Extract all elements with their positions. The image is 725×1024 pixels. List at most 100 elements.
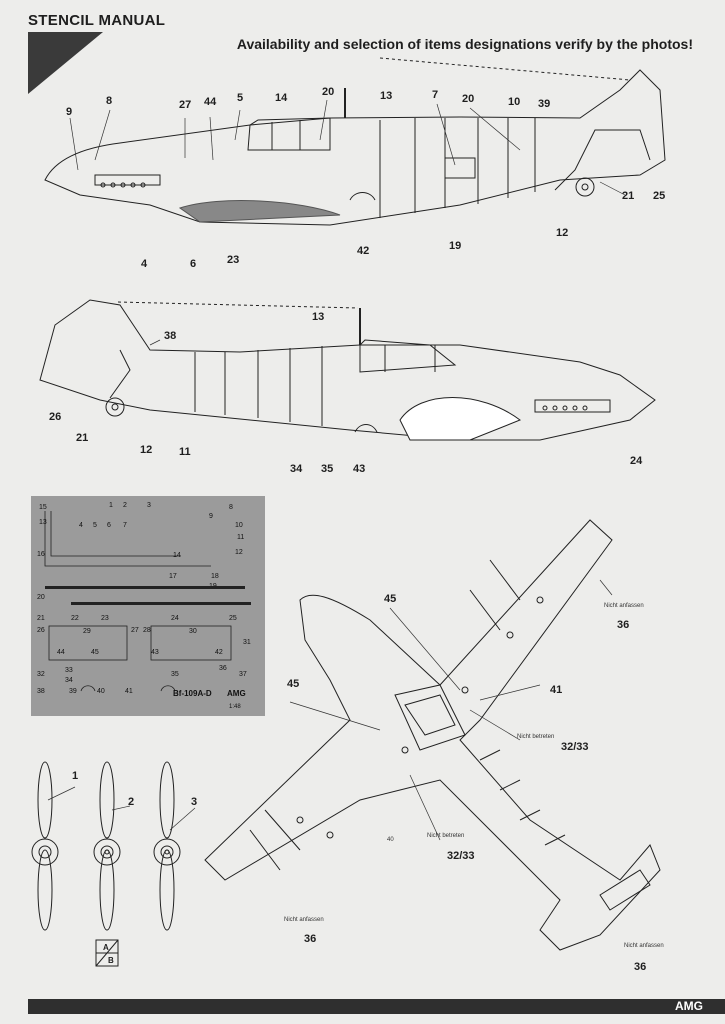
sheet-number: 38 — [37, 688, 45, 695]
sheet-number: 4 — [79, 522, 83, 529]
callout: 36 — [617, 619, 629, 631]
callout: 5 — [237, 92, 243, 104]
nicht-anfassen-label: Nicht anfassen — [624, 943, 664, 949]
callout: 10 — [508, 96, 520, 108]
callout: 36 — [634, 961, 646, 973]
propeller-1 — [31, 761, 59, 931]
sheet-number: 14 — [173, 552, 181, 559]
nicht-anfassen-label: Nicht anfassen — [284, 917, 324, 923]
propeller-3 — [153, 761, 181, 931]
sheet-number: 18 — [211, 573, 219, 580]
footer-brand: AMG — [675, 999, 703, 1013]
callout: 45 — [287, 678, 299, 690]
leader-lines — [47, 99, 626, 841]
callout: 42 — [357, 245, 369, 257]
a-b-label-box — [95, 939, 119, 967]
sheet-number: 6 — [107, 522, 111, 529]
callout: 20 — [322, 86, 334, 98]
callout: 2 — [128, 796, 134, 808]
sheet-number: 39 — [69, 688, 77, 695]
callout: 32/33 — [447, 850, 475, 862]
sheet-number: 35 — [171, 671, 179, 678]
callout: 24 — [630, 455, 643, 467]
callout: 43 — [353, 463, 365, 475]
stencil-small-label: 40 — [387, 837, 394, 843]
stencil-strip — [45, 586, 245, 589]
callout: 26 — [49, 411, 61, 423]
callout: 34 — [290, 463, 303, 475]
callout: 44 — [204, 96, 217, 108]
callout: 8 — [106, 95, 112, 107]
top-view-callouts: 45 45 41 36 36 36 32/33 32/33 Nicht anfa… — [284, 593, 664, 973]
callout: 21 — [622, 190, 634, 202]
sheet-number: 3 — [147, 502, 151, 509]
label-b: B — [108, 956, 114, 965]
page-title: STENCIL MANUAL — [28, 12, 166, 29]
footer-bar — [28, 999, 725, 1014]
sheet-number: 25 — [229, 615, 237, 622]
nicht-betreten-label: Nicht betreten — [517, 734, 554, 740]
sheet-number: 12 — [235, 549, 243, 556]
sheet-number: 31 — [243, 639, 251, 646]
sheet-number: 30 — [189, 628, 197, 635]
sheet-brand: AMG — [227, 689, 246, 698]
callout: 9 — [66, 106, 72, 118]
callout: 7 — [432, 89, 438, 101]
callout: 4 — [141, 258, 148, 270]
stencil-strip — [71, 602, 251, 605]
sheet-scale: 1:48 — [229, 704, 241, 710]
sheet-number: 16 — [37, 551, 45, 558]
sheet-number: 33 — [65, 667, 73, 674]
sheet-model: Bf-109A-D — [173, 689, 212, 698]
callout: 20 — [462, 93, 474, 105]
callout: 45 — [384, 593, 396, 605]
callout: 27 — [179, 99, 191, 111]
sheet-number: 43 — [151, 649, 159, 656]
sheet-number: 21 — [37, 615, 45, 622]
sheet-number: 13 — [39, 519, 47, 526]
callout: 3 — [191, 796, 197, 808]
sheet-number: 23 — [101, 615, 109, 622]
sheet-number: 44 — [57, 649, 65, 656]
callout: 35 — [321, 463, 333, 475]
decal-sheet-canvas: 15 1 2 3 4 5 6 7 8 9 10 11 12 13 14 16 1… — [37, 502, 251, 710]
top-view — [204, 519, 661, 951]
callout: 12 — [140, 444, 152, 456]
sheet-number: 29 — [83, 628, 91, 635]
callout: 14 — [275, 92, 288, 104]
sheet-number: 37 — [239, 671, 247, 678]
callout: 21 — [76, 432, 88, 444]
sheet-number: 42 — [215, 649, 223, 656]
sheet-number: 20 — [37, 594, 45, 601]
nicht-anfassen-label: Nicht anfassen — [604, 603, 644, 609]
decal-sheet: 15 1 2 3 4 5 6 7 8 9 10 11 12 13 14 16 1… — [31, 496, 265, 716]
callout: 41 — [550, 684, 562, 696]
sheet-number: 41 — [125, 688, 133, 695]
nicht-betreten-label: Nicht betreten — [427, 833, 464, 839]
sheet-number: 10 — [235, 522, 243, 529]
callout: 1 — [72, 770, 78, 782]
callout: 13 — [312, 311, 324, 323]
callout: 6 — [190, 258, 196, 270]
sheet-number: 27 — [131, 627, 139, 634]
sheet-number: 24 — [171, 615, 179, 622]
sheet-number: 9 — [209, 513, 213, 520]
side-right-callouts: 38 13 26 21 12 11 34 35 43 24 — [49, 311, 643, 475]
sheet-number: 32 — [37, 671, 45, 678]
callout: 36 — [304, 933, 316, 945]
sheet-number: 1 — [109, 502, 113, 509]
callout: 11 — [179, 446, 191, 458]
sheet-number: 5 — [93, 522, 97, 529]
sheet-number: 8 — [229, 504, 233, 511]
sheet-number: 36 — [219, 665, 227, 672]
sheet-number: 7 — [123, 522, 127, 529]
callout: 38 — [164, 330, 176, 342]
sheet-number: 15 — [39, 504, 47, 511]
prop-callouts: 1 2 3 — [72, 770, 197, 808]
callout: 19 — [449, 240, 461, 252]
side-left-callouts: 9 8 27 44 5 14 20 13 7 20 10 39 4 6 23 4… — [66, 86, 665, 270]
sheet-number: 34 — [65, 677, 73, 684]
a-b-labels: A B — [103, 943, 114, 965]
callout: 39 — [538, 98, 550, 110]
